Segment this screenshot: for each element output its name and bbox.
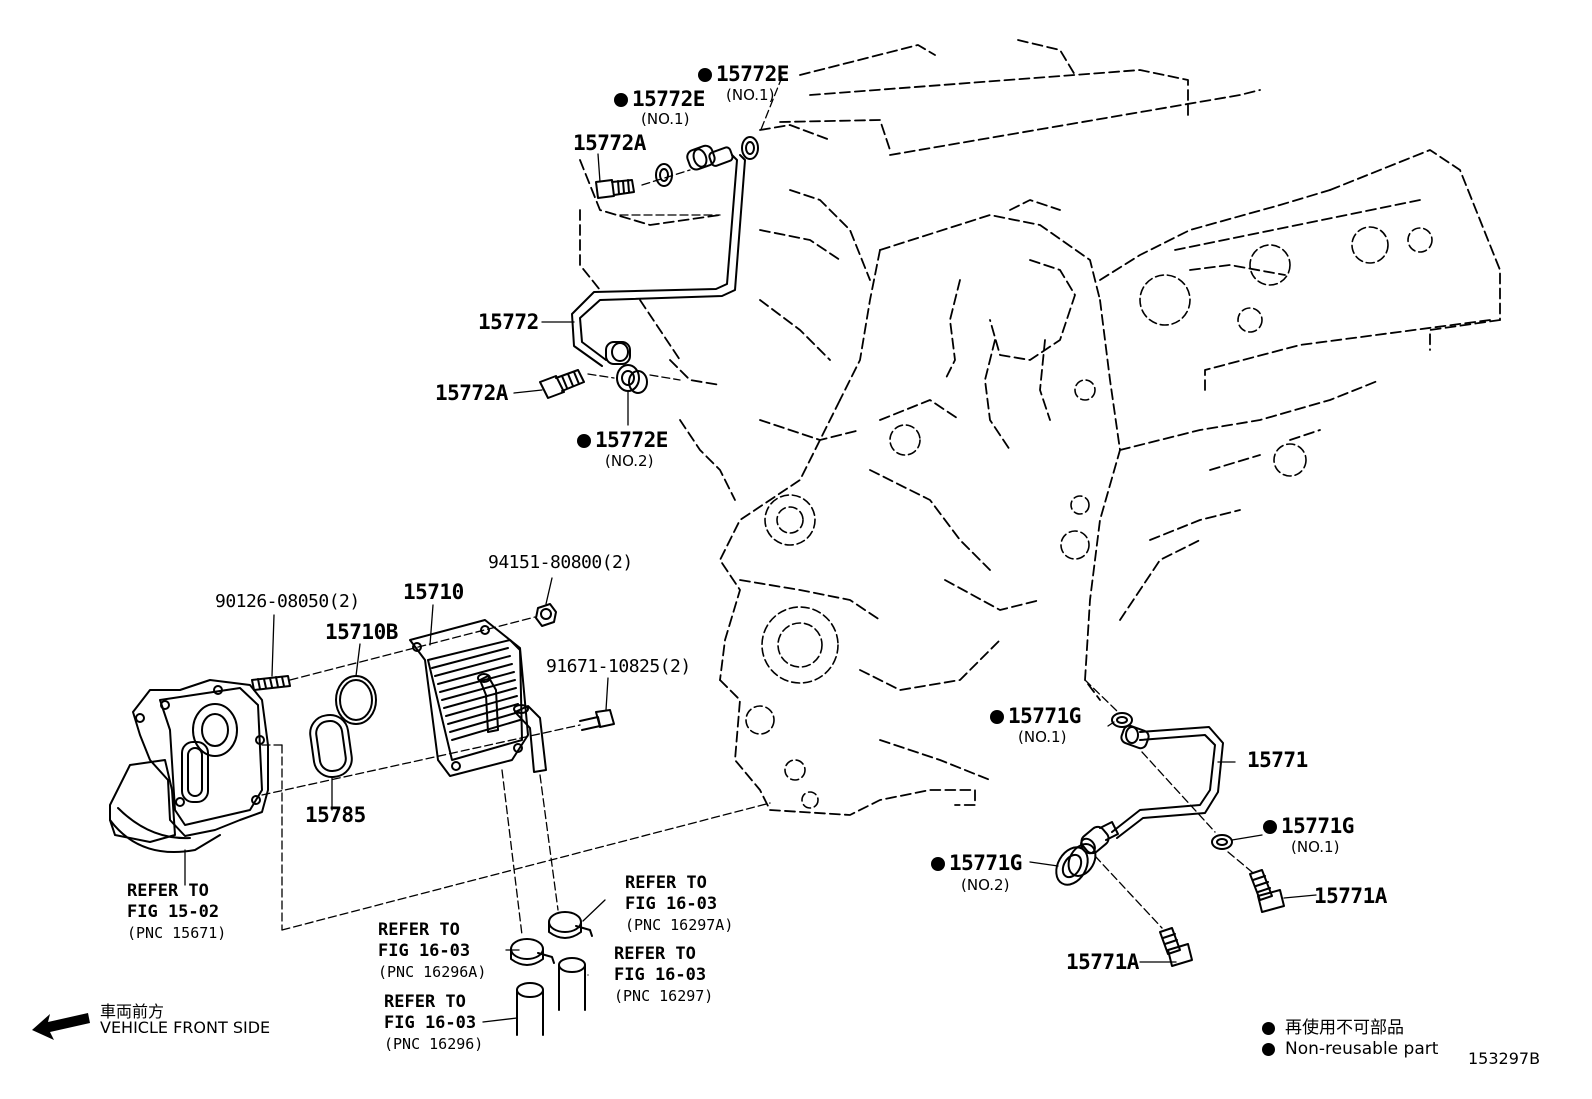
ref-pnc: (PNC 16296) — [384, 1035, 484, 1053]
label-15772a-top: 15772A — [573, 131, 646, 155]
union-bolt-15772a-low — [539, 369, 585, 399]
ref-line1: REFER TO — [384, 992, 466, 1012]
gasket-15771g-no1-b — [1211, 834, 1233, 850]
ref-line2: FIG 16-03 — [378, 941, 471, 961]
vehicle-front-arrow-icon — [32, 1013, 90, 1040]
non-reusable-dot-icon — [614, 93, 628, 107]
oil-pipe-15771 — [1080, 724, 1224, 855]
label-15771a-low: 15771A — [1066, 950, 1139, 974]
vehicle-front-en: VEHICLE FRONT SIDE — [100, 1018, 271, 1037]
label-15772e-no2: 15772E — [577, 428, 668, 452]
gasket-15785 — [309, 713, 353, 779]
label-15772: 15772 — [478, 310, 539, 334]
ref-line1: REFER TO — [378, 920, 460, 940]
ref-line2: FIG 16-03 — [625, 894, 718, 914]
gasket-15771g-no2 — [1055, 843, 1097, 886]
ref-line1: REFER TO — [614, 944, 696, 964]
leader-lines — [184, 153, 1317, 1023]
ref-pnc: (PNC 16297A) — [625, 916, 734, 934]
engine-features — [745, 226, 1433, 809]
vehicle-front-jp: 車両前方 — [100, 1002, 165, 1021]
non-reusable-dot-icon — [1263, 820, 1277, 834]
label-15771g-no2: 15771G — [931, 851, 1022, 875]
non-reusable-dot-icon — [990, 710, 1004, 724]
union-bolt-15771a-right — [1249, 869, 1285, 913]
non-reusable-dot-icon — [1262, 1021, 1275, 1035]
label-15772a-low: 15772A — [435, 381, 508, 405]
stud-bolt-90126 — [251, 675, 291, 691]
legend-en-text: Non-reusable part — [1285, 1039, 1439, 1059]
sublabel-15772e-no1-top: (NO.1) — [726, 86, 775, 104]
label-90126-08050: 90126-08050(2) — [215, 591, 360, 612]
oil-filter-bracket — [109, 679, 269, 853]
label-15785: 15785 — [305, 803, 366, 827]
label-15772e-no1-mid: 15772E — [614, 87, 705, 111]
ref-pnc: (PNC 16296A) — [378, 963, 487, 981]
label-15771: 15771 — [1247, 748, 1308, 772]
sublabel-15772e-no2: (NO.2) — [605, 452, 654, 470]
o-ring-15710b — [335, 675, 377, 725]
sublabel-15771g-no2: (NO.2) — [961, 876, 1010, 894]
gasket-15772e-no2 — [616, 364, 648, 394]
non-reusable-dot-icon — [1262, 1042, 1275, 1056]
non-reusable-dot-icon — [577, 434, 591, 448]
label-15710: 15710 — [403, 580, 464, 604]
ref-line2: FIG 15-02 — [127, 902, 220, 922]
ref-line1: REFER TO — [127, 881, 209, 901]
ref-line2: FIG 16-03 — [384, 1013, 477, 1033]
engine-block-outline — [579, 39, 1501, 816]
sublabel-15771g-no1-b: (NO.1) — [1291, 838, 1340, 856]
label-15772e-no1-top: 15772E — [698, 62, 789, 86]
label-15771g-no1-a: 15771G — [990, 704, 1081, 728]
sublabel-15772e-no1-mid: (NO.1) — [641, 110, 690, 128]
non-reusable-dot-icon — [698, 68, 712, 82]
oil-pipe-15772 — [571, 144, 746, 367]
gasket-15772e-no1-b — [741, 136, 759, 160]
label-94151-80800: 94151-80800(2) — [488, 552, 633, 573]
hose-16296 — [516, 982, 544, 1036]
label-15771a-right: 15771A — [1314, 884, 1387, 908]
union-bolt-15771a-low — [1159, 927, 1193, 967]
union-bolt-15772a-top — [595, 179, 635, 199]
ref-pnc: (PNC 16297) — [614, 987, 714, 1005]
legend-jp-text: 再使用不可部品 — [1285, 1018, 1404, 1038]
ref-pnc: (PNC 15671) — [127, 924, 227, 942]
nut-94151 — [535, 603, 557, 627]
ref-line1: REFER TO — [625, 873, 707, 893]
sublabel-15771g-no1-a: (NO.1) — [1018, 728, 1067, 746]
hose-clamp-16296a — [510, 938, 555, 966]
non-reusable-dot-icon — [931, 857, 945, 871]
ref-line2: FIG 16-03 — [614, 965, 707, 985]
hose-clamp-16297a — [548, 911, 593, 939]
hose-16297 — [558, 957, 586, 1011]
label-15771g-no1-b: 15771G — [1263, 814, 1354, 838]
oil-cooler-15710 — [409, 619, 547, 777]
legend-row-en: Non-reusable part — [1262, 1039, 1438, 1059]
figure-id: 153297B — [1468, 1049, 1541, 1068]
gasket-15772e-no1-a — [655, 163, 673, 187]
label-91671-10825: 91671-10825(2) — [546, 656, 691, 677]
gasket-15771g-no1-a — [1111, 712, 1133, 728]
legend-row-jp: 再使用不可部品 — [1262, 1013, 1404, 1038]
assembly-lines — [261, 76, 1253, 936]
label-15710b: 15710B — [325, 620, 398, 644]
bolt-91671 — [579, 709, 615, 731]
